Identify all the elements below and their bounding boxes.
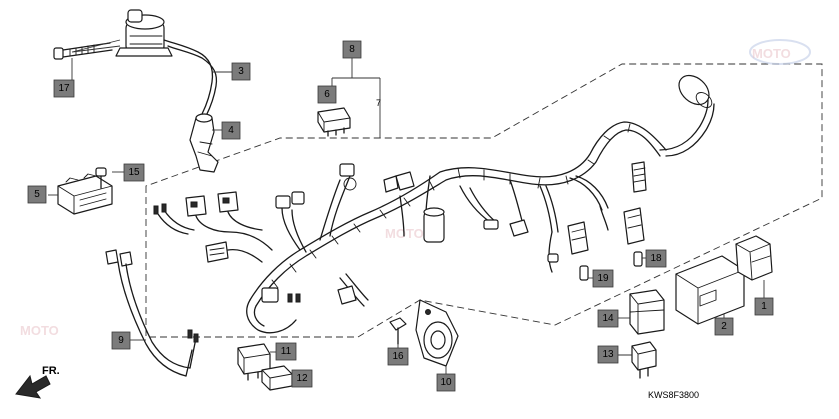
callout-1: 1 — [754, 297, 774, 316]
svg-text:1: 1 — [761, 301, 767, 312]
callout-5: 5 — [27, 185, 47, 204]
relay-6 — [317, 107, 351, 137]
callout-19: 19 — [592, 269, 614, 288]
svg-text:16: 16 — [392, 351, 404, 362]
svg-text:4: 4 — [228, 125, 234, 136]
svg-text:11: 11 — [281, 346, 292, 357]
bolt-15 — [95, 167, 107, 189]
horn-10 — [415, 299, 459, 367]
callout-15: 15 — [123, 163, 145, 182]
callout-2: 2 — [714, 317, 734, 336]
callout-12: 12 — [291, 369, 313, 388]
svg-text:14: 14 — [602, 313, 614, 324]
ignition-coil — [115, 9, 218, 117]
relay-11 — [237, 343, 271, 381]
front-direction-arrow: FR. — [15, 365, 60, 399]
callout-3: 3 — [231, 62, 251, 81]
callout-13: 13 — [597, 345, 619, 364]
drawing-code: KWS8F3800 — [648, 390, 699, 400]
sub-harness-9 — [105, 249, 199, 377]
watermark-text: MOTO — [752, 46, 791, 61]
svg-text:19: 19 — [597, 273, 609, 284]
callout-4: 4 — [221, 121, 241, 140]
harness-group-boundary — [145, 63, 823, 338]
cdi-unit-2 — [675, 255, 745, 325]
svg-text:12: 12 — [296, 373, 308, 384]
svg-text:9: 9 — [118, 335, 124, 346]
relay-13 — [631, 341, 657, 379]
spark-plug-cap — [189, 113, 219, 173]
bolt-16 — [389, 317, 407, 345]
callout-8: 8 — [342, 40, 362, 59]
callout-14: 14 — [597, 309, 619, 328]
svg-text:2: 2 — [721, 321, 727, 332]
svg-text:6: 6 — [324, 89, 330, 100]
relay-12 — [261, 365, 293, 391]
relay-14 — [629, 289, 665, 335]
callout-10: 10 — [436, 373, 456, 392]
callout-16: 16 — [387, 347, 409, 366]
callout-11: 11 — [275, 342, 297, 361]
svg-text:15: 15 — [128, 167, 140, 178]
svg-text:17: 17 — [58, 83, 70, 94]
regulator-rectifier — [57, 173, 113, 215]
svg-text:10: 10 — [440, 377, 452, 388]
main-wire-harness — [153, 74, 715, 334]
callout-17: 17 — [53, 79, 75, 98]
bolt-17 — [53, 42, 113, 60]
label-7: 7 — [376, 98, 381, 108]
front-direction-label: FR. — [42, 365, 60, 377]
svg-text:5: 5 — [34, 189, 40, 200]
callout-9: 9 — [111, 331, 131, 350]
svg-text:18: 18 — [650, 253, 662, 264]
watermark-text-left: MOTO — [20, 323, 59, 338]
part-1-cover — [735, 235, 773, 281]
bracket-7 — [331, 58, 381, 138]
svg-text:8: 8 — [349, 44, 355, 55]
watermark-logo: MOTO MOTO MOTO — [20, 39, 811, 338]
callout-6: 6 — [317, 85, 337, 104]
svg-text:3: 3 — [238, 66, 244, 77]
callout-18: 18 — [645, 249, 667, 268]
svg-text:13: 13 — [602, 349, 614, 360]
